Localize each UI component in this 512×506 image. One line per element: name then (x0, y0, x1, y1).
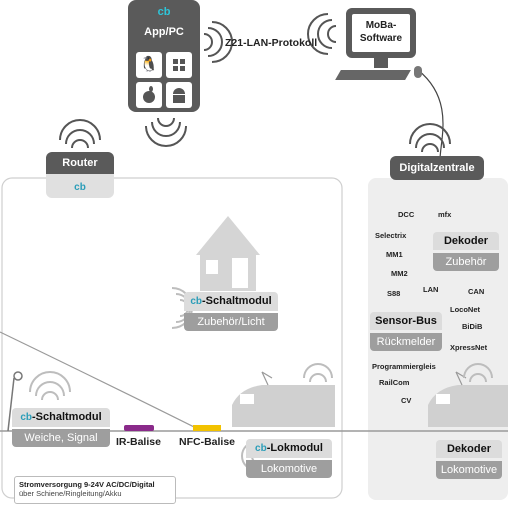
dekoder-loco-title: Dekoder (436, 440, 502, 458)
power-line1: Stromversorgung 9-24V AC/DC/Digital (19, 480, 155, 489)
protocol-mm1: MM1 (386, 250, 403, 259)
protocol-mfx: mfx (438, 210, 452, 219)
protocol-cv: CV (401, 396, 412, 405)
digitalzentrale-title: Digitalzentrale (390, 156, 484, 180)
protocol-programmiergleis: Programmiergleis (372, 362, 436, 371)
router-title: Router (46, 152, 114, 174)
protocol-railcom: RailCom (379, 378, 410, 387)
protocol-bidib: BiDiB (462, 322, 483, 331)
moba-software-computer: MoBa- Software (346, 8, 416, 58)
dekoder-loco-sub: Lokomotive (436, 461, 502, 479)
cable (417, 69, 444, 161)
schaltmodul-track-sub: Weiche, Signal (12, 429, 110, 447)
house-icon (196, 216, 260, 291)
schaltmodul-track-title: cb-Schaltmodul (12, 408, 110, 427)
schaltmodul-house-title: cb-Schaltmodul (184, 292, 278, 311)
protocol-s88: S88 (387, 289, 401, 298)
mouse-icon (414, 66, 422, 78)
lokmodul-label: -Lokmodul (266, 442, 323, 454)
app-pc-title: App/PC (144, 26, 184, 38)
dekoder-accessory-title: Dekoder (433, 232, 499, 250)
protocol-selectrix: Selectrix (375, 231, 407, 240)
sensor-bus-sub: Rückmelder (370, 333, 442, 351)
schaltmodul-house-sub: Zubehör/Licht (184, 313, 278, 331)
protocol-mm2: MM2 (391, 269, 408, 278)
ir-balise-icon (124, 425, 154, 431)
computer-stand (374, 58, 388, 68)
nfc-balise-label: NFC-Balise (179, 436, 236, 448)
router-device: Router cb (46, 152, 114, 198)
protocol-dcc: DCC (398, 210, 415, 219)
cb-logo: cb (157, 6, 171, 18)
protocol-lan: LAN (423, 285, 439, 294)
keyboard-icon (335, 70, 411, 80)
windows-icon (166, 52, 192, 78)
wireless-waves (59, 13, 451, 153)
moba-line2: Software (359, 33, 403, 44)
app-pc-device: cb App/PC 🐧 (128, 0, 200, 112)
linux-icon: 🐧 (136, 52, 162, 78)
cb-logo: cb (74, 182, 86, 193)
protocol-loconet: LocoNet (450, 305, 480, 314)
schaltmodul-house-label: -Schaltmodul (202, 295, 272, 307)
protocol-label: Z21-LAN-Protokoll (225, 37, 318, 49)
lokmodul-sub: Lokomotive (246, 460, 332, 478)
apple-icon (136, 82, 162, 108)
locomotive-left-icon (232, 371, 335, 427)
power-line2: über Schiene/Ringleitung/Akku (19, 489, 122, 498)
signal-icon (7, 371, 23, 432)
android-icon (166, 82, 192, 108)
locomotive-right-icon (428, 371, 508, 427)
ir-balise-label: IR-Balise (116, 436, 161, 448)
router-body: cb (46, 174, 114, 198)
nfc-balise-icon (193, 425, 221, 431)
sensor-bus-title: Sensor-Bus (370, 312, 442, 330)
dekoder-accessory-sub: Zubehör (433, 253, 499, 271)
schaltmodul-track-label: -Schaltmodul (32, 411, 102, 423)
protocol-xpressnet: XpressNet (450, 343, 488, 352)
cb-logo: cb (255, 443, 267, 454)
protocol-can: CAN (468, 287, 485, 296)
track-branch (0, 331, 201, 431)
power-supply-box: Stromversorgung 9-24V AC/DC/Digital über… (14, 476, 176, 504)
cb-logo: cb (190, 296, 202, 307)
cb-logo: cb (20, 412, 32, 423)
lokmodul-title: cb-Lokmodul (246, 439, 332, 458)
moba-line1: MoBa- (365, 20, 397, 31)
